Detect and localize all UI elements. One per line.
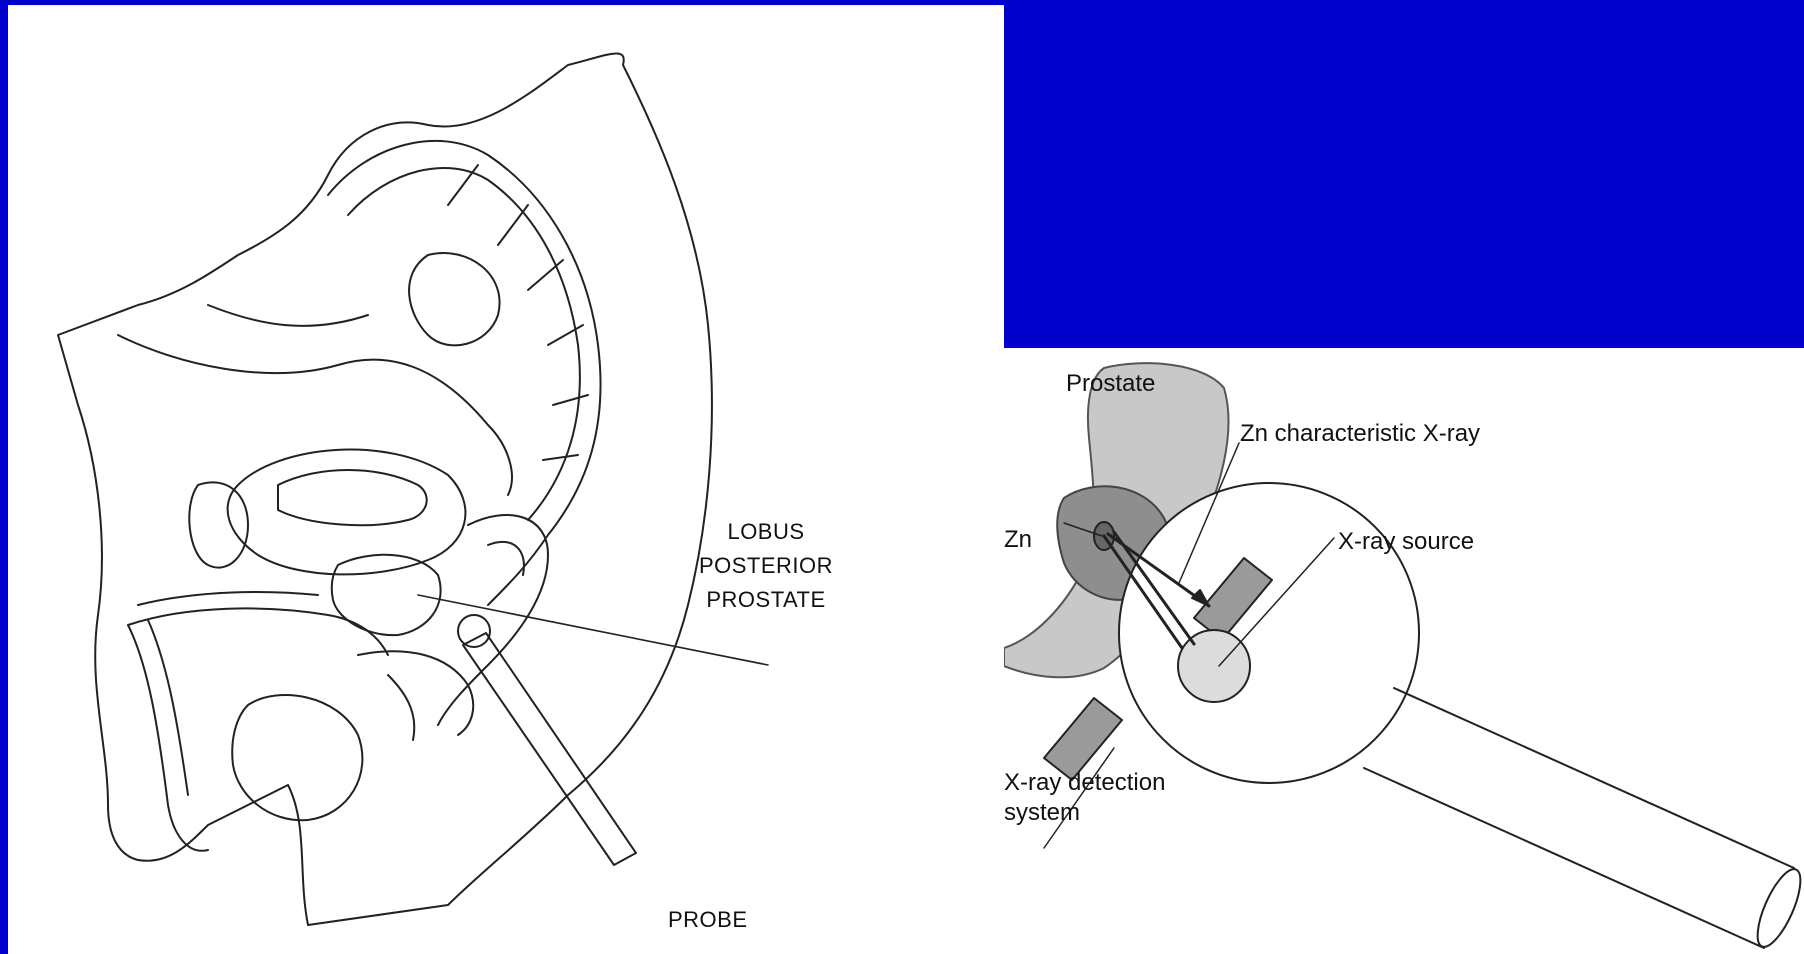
- vertebra-6: [543, 455, 578, 460]
- lobus-line-3: PROSTATE: [676, 583, 856, 617]
- xray-source-label: X-ray source: [1338, 528, 1474, 556]
- lobus-line-2: POSTERIOR: [676, 549, 856, 583]
- zn-characteristic-xray-label: Zn characteristic X-ray: [1240, 420, 1480, 448]
- prostate-label: Prostate: [1066, 370, 1155, 398]
- prostate: [332, 555, 441, 635]
- vertebra-5: [553, 395, 588, 405]
- xray-detection-system-label: X-ray detection system: [1004, 768, 1165, 828]
- pubic-bone: [189, 482, 248, 567]
- urethra: [128, 608, 388, 655]
- probe-shaft: [463, 633, 636, 865]
- abdominal-curve: [208, 305, 368, 326]
- perineum: [358, 651, 473, 735]
- penis-body: [128, 625, 208, 851]
- bladder-inner: [278, 470, 427, 525]
- lobus-line-1: LOBUS: [676, 515, 856, 549]
- instrument-handle: [1364, 688, 1794, 948]
- zn-label: Zn: [1004, 526, 1032, 554]
- rectum: [438, 515, 548, 725]
- testis: [232, 695, 362, 820]
- anatomy-panel: LOBUS POSTERIOR PROSTATE PROBE: [8, 5, 1004, 954]
- detection-line-1: X-ray detection: [1004, 768, 1165, 798]
- penis-upper: [138, 592, 318, 605]
- vertebra-3: [528, 260, 563, 290]
- pelvic-anatomy-drawing: [8, 5, 1004, 954]
- inner-fold: [388, 675, 414, 740]
- bladder: [228, 450, 466, 575]
- peritoneal-fold: [118, 335, 512, 495]
- probe-label: PROBE: [668, 903, 748, 937]
- vertebra-1: [448, 165, 478, 205]
- handle-end: [1749, 864, 1804, 952]
- lobus-posterior-prostate-label: LOBUS POSTERIOR PROSTATE: [676, 515, 856, 617]
- xray-source: [1178, 630, 1250, 702]
- sacrum-curve: [328, 141, 601, 605]
- rectum-inner: [488, 542, 524, 575]
- detection-line-2: system: [1004, 798, 1165, 828]
- vertebra-2: [498, 205, 528, 245]
- device-panel: Prostate Zn Zn characteristic X-ray X-ra…: [1004, 348, 1804, 954]
- bladder-loop: [409, 253, 499, 345]
- probe-tip: [458, 615, 490, 647]
